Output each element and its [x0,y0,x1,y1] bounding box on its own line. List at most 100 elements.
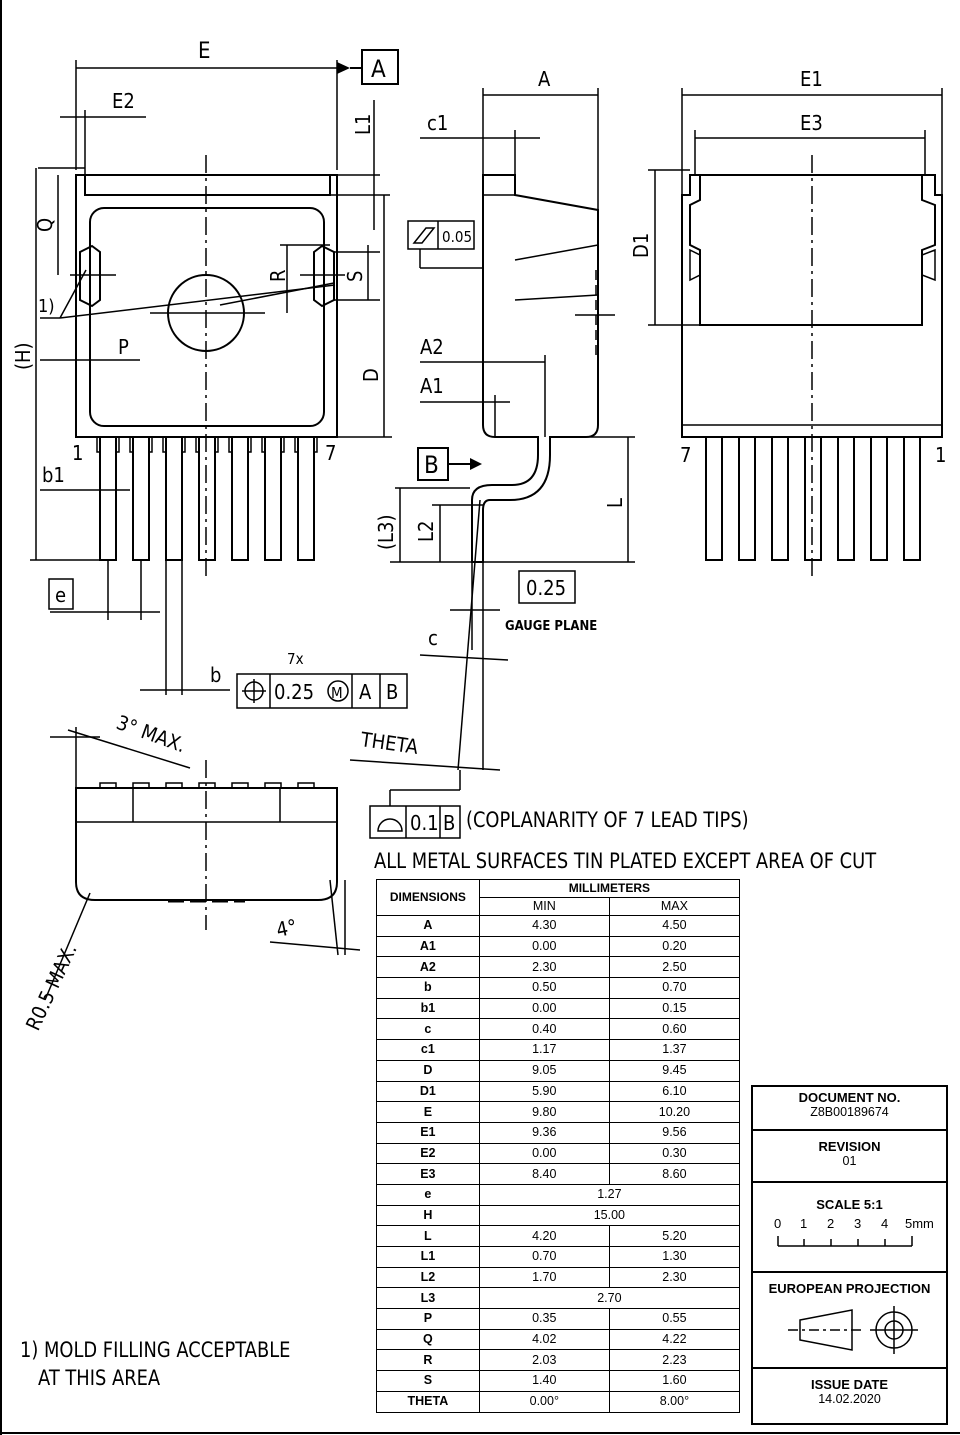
plating-note: ALL METAL SURFACES TIN PLATED EXCEPT ARE… [374,849,877,873]
dimension-max: 0.30 [608,1142,741,1165]
label-c: c [428,626,438,650]
label-radius: R0.5 MAX. [21,940,82,1034]
dimension-min: 4.30 [478,915,610,937]
footnote-line-1: 1) MOLD FILLING ACCEPTABLE [20,1338,291,1362]
label-tol-value: 0.25 [274,680,314,704]
top-view-leads [96,437,318,561]
dimension-min: 9.36 [478,1121,610,1144]
footnote-line-2: AT THIS AREA [38,1366,161,1390]
dimension-name: e [376,1183,480,1206]
dimension-name: A [376,915,480,937]
label-note-1: 1) [38,296,55,317]
dimension-name: P [376,1308,480,1330]
dimension-name: b [376,977,480,999]
label-tol-datum-a: A [359,680,372,704]
dimension-name: H [376,1204,480,1227]
dimension-name: THETA [376,1390,480,1413]
label-P: P [118,335,129,359]
dimension-name: c [376,1018,480,1041]
dimension-max: 0.20 [608,935,741,958]
label-7x: 7x [287,650,304,668]
basic-e-box [48,578,74,610]
document-number-label: DOCUMENT NO. [798,1090,901,1105]
dimension-max: 9.45 [608,1059,741,1082]
coplanarity-frame [369,805,461,839]
label-E: E [198,39,211,64]
label-theta: THETA [358,727,420,759]
label-A1: A1 [420,374,444,398]
dimension-nominal: 1.27 [478,1183,741,1206]
label-E3: E3 [800,111,823,135]
label-pin-1-top: 1 [72,441,83,465]
label-tol-modifier: M [331,684,343,702]
front-view [44,727,361,1001]
dimension-max: 6.10 [608,1080,741,1103]
scale-cell: SCALE 5:1 0 1 2 3 4 5mm [753,1183,946,1273]
dimension-name: A1 [376,935,480,958]
dimension-name: c1 [376,1039,480,1061]
flatness-frame [407,220,475,250]
dimension-min: 8.40 [478,1163,610,1185]
label-L: L [603,498,627,508]
label-pin-7-bottom: 7 [680,443,691,467]
dimension-nominal: 2.70 [478,1287,741,1310]
label-angle: 4° [274,914,299,942]
dimension-name: Q [376,1328,480,1351]
label-L3: (L3) [374,514,398,550]
dimension-max: 4.22 [608,1328,741,1351]
dimension-max: 4.50 [608,915,741,937]
document-number-value: Z8B00189674 [810,1105,889,1119]
dimension-name: E3 [376,1163,480,1185]
dimension-name: D [376,1059,480,1082]
revision-cell: REVISION 01 [753,1131,946,1183]
dimension-min: 1.70 [478,1266,610,1289]
coplanarity-note: (COPLANARITY OF 7 LEAD TIPS) [466,808,749,832]
dimension-name: E2 [376,1142,480,1165]
issue-date-value: 14.02.2020 [818,1392,881,1406]
label-coplanarity-value: 0.1 [410,811,439,835]
label-datum-b: B [424,451,439,479]
label-b1: b1 [42,463,65,487]
projection-label: EUROPEAN PROJECTION [768,1281,931,1296]
bottom-view-leads [705,437,921,561]
label-c1: c1 [427,111,448,135]
label-coplanarity-datum: B [443,811,455,835]
dimension-min: 0.00 [478,1142,610,1165]
dimension-max: 1.60 [608,1370,741,1392]
label-e: e [55,583,66,607]
dimension-max: 8.60 [608,1163,741,1185]
position-tolerance-frame [236,673,408,709]
dimension-max: 2.50 [608,956,741,979]
label-D1: D1 [629,233,653,258]
top-view-tab [84,175,331,196]
dimension-max: 9.56 [608,1121,741,1144]
top-view-inner [89,207,325,427]
dimension-min: 0.50 [478,977,610,999]
label-pin-1-bottom: 1 [935,443,946,467]
issue-date-label: ISSUE DATE [810,1377,889,1392]
dimension-min: 0.40 [478,1018,610,1041]
scale-tick-3: 3 [854,1216,861,1231]
bottom-view-body [681,174,943,438]
dimension-min: 1.40 [478,1370,610,1392]
dimension-max: 1.37 [608,1039,741,1061]
scale-tick-0: 0 [774,1216,781,1231]
label-flatness: 0.05 [442,228,472,246]
dimension-name: L3 [376,1287,480,1310]
dimension-max: 10.20 [608,1101,741,1123]
